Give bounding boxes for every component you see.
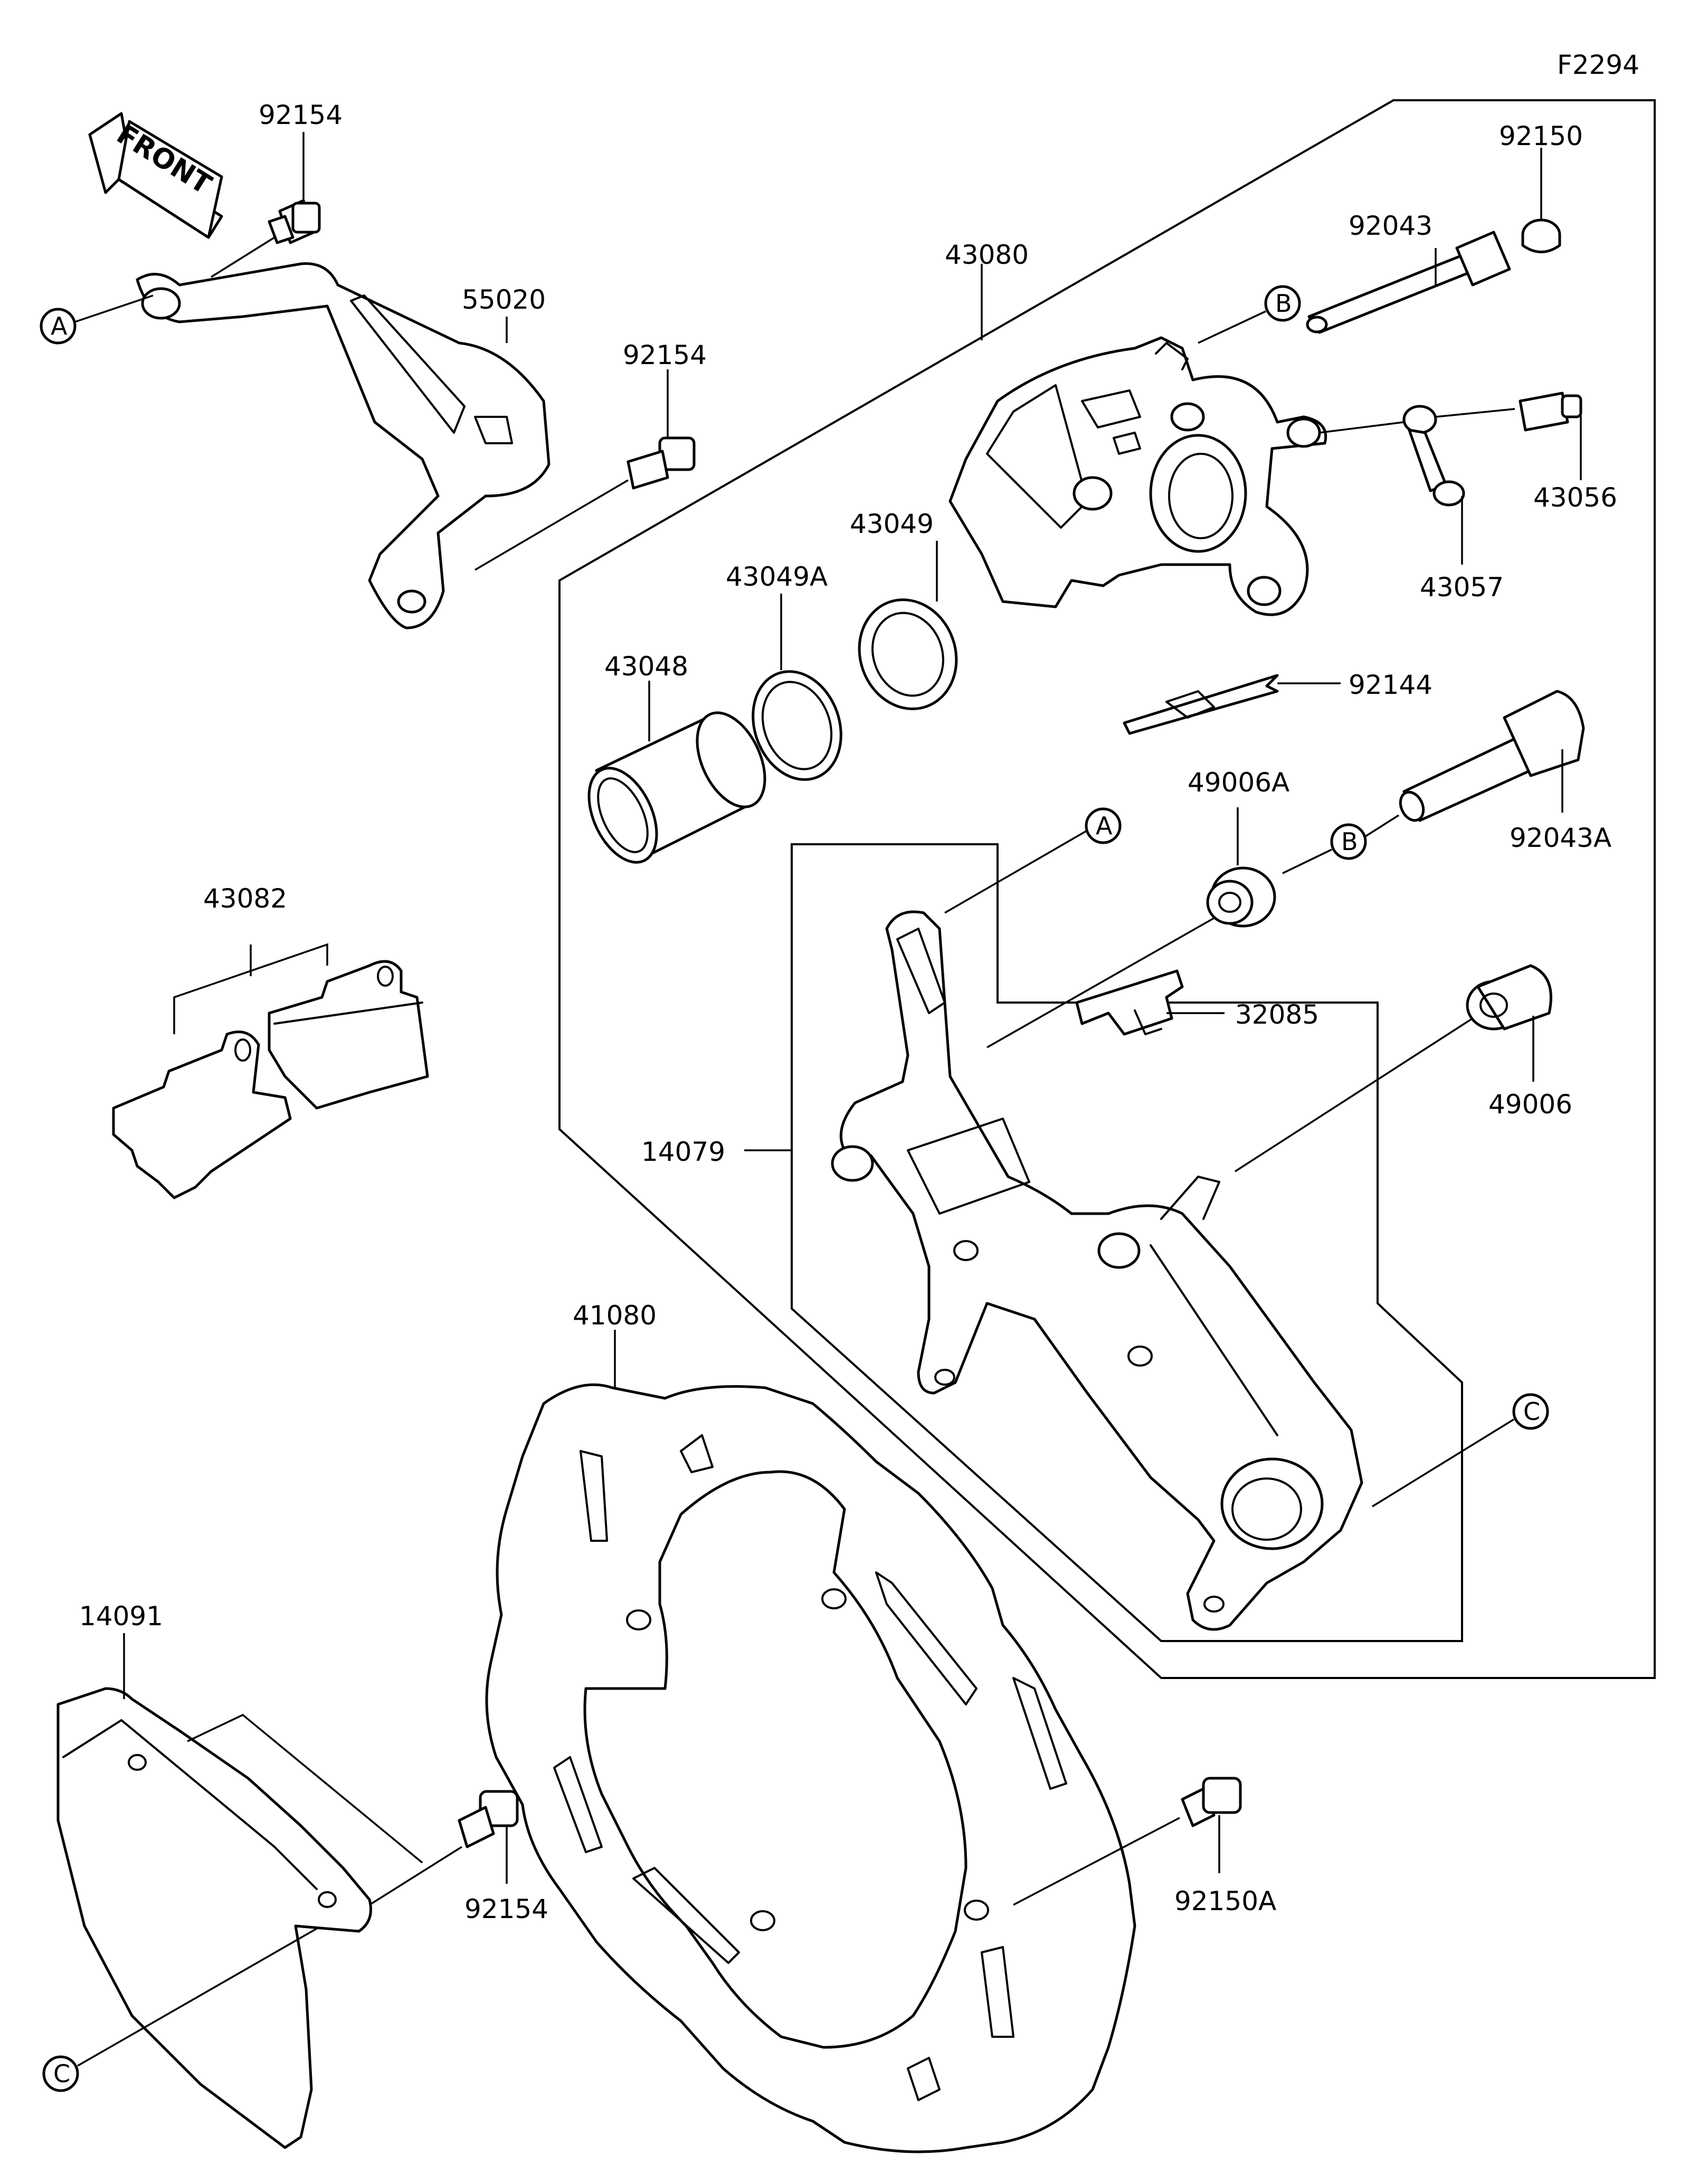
front-arrow-icon: FRONT bbox=[88, 112, 223, 239]
ref-a-2: A bbox=[1096, 812, 1113, 840]
ref-b-2: B bbox=[1341, 827, 1358, 856]
label-43056: 43056 bbox=[1533, 482, 1617, 513]
label-14079: 14079 bbox=[641, 1137, 725, 1167]
ref-a-1: A bbox=[51, 312, 68, 340]
label-92144: 92144 bbox=[1349, 670, 1432, 700]
bolt-92154-mid bbox=[627, 436, 696, 490]
spring-32085 bbox=[1075, 969, 1184, 1036]
label-92154-mid: 92154 bbox=[623, 340, 707, 370]
ref-circle-a-2 bbox=[1085, 807, 1122, 844]
label-43057: 43057 bbox=[1420, 572, 1504, 603]
label-92154-top: 92154 bbox=[259, 100, 343, 130]
label-14091: 14091 bbox=[79, 1601, 163, 1632]
bolt-92154-bot bbox=[458, 1790, 519, 1848]
bushing-49006a bbox=[1206, 866, 1276, 928]
label-43080: 43080 bbox=[945, 240, 1029, 270]
pin-92043 bbox=[1306, 231, 1511, 334]
disc-guard-14091 bbox=[56, 1687, 372, 2149]
caliper-body-43080 bbox=[948, 336, 1327, 616]
label-92154-bot: 92154 bbox=[464, 1894, 548, 1924]
brake-pads-43082 bbox=[112, 960, 429, 1199]
bolt-92154-top bbox=[268, 199, 321, 244]
collar-49006 bbox=[1466, 964, 1552, 1031]
bracket-55020 bbox=[136, 262, 551, 630]
ref-circle-b-2 bbox=[1330, 823, 1367, 860]
seal-43049 bbox=[858, 598, 958, 710]
label-43049a: 43049A bbox=[726, 561, 828, 592]
bleeder-43057 bbox=[1402, 405, 1465, 507]
label-92043: 92043 bbox=[1349, 211, 1432, 241]
bleeder-43056 bbox=[1519, 392, 1582, 432]
label-32085: 32085 bbox=[1235, 999, 1319, 1030]
caliper-bracket-14079 bbox=[831, 910, 1363, 1631]
bolt-92150a bbox=[1181, 1777, 1242, 1827]
cap-92150 bbox=[1521, 218, 1561, 253]
ref-circle-a-1 bbox=[40, 308, 77, 345]
label-55020: 55020 bbox=[462, 284, 546, 315]
seal-43049a bbox=[752, 670, 842, 781]
label-92043a: 92043A bbox=[1510, 823, 1611, 853]
piston-43048 bbox=[587, 711, 766, 864]
diagram-code: F2294 bbox=[1557, 50, 1639, 80]
ref-circle-c-1 bbox=[1512, 1393, 1549, 1430]
label-92150a: 92150A bbox=[1174, 1886, 1276, 1916]
ref-b-1: B bbox=[1275, 289, 1292, 318]
clip-92144 bbox=[1123, 674, 1279, 735]
label-92150: 92150 bbox=[1499, 121, 1583, 151]
ref-c-1: C bbox=[1523, 1397, 1540, 1426]
label-43049: 43049 bbox=[850, 509, 934, 539]
brake-disc-41080 bbox=[485, 1383, 1136, 2153]
pin-92043a bbox=[1399, 690, 1585, 822]
label-41080: 41080 bbox=[573, 1300, 657, 1331]
label-43082: 43082 bbox=[203, 883, 287, 914]
ref-circle-c-2 bbox=[42, 2055, 79, 2092]
ref-c-2: C bbox=[53, 2059, 70, 2088]
caliper-assembly-frame bbox=[558, 99, 1656, 1679]
ref-circle-b-1 bbox=[1264, 285, 1301, 322]
label-43048: 43048 bbox=[604, 651, 688, 682]
label-49006: 49006 bbox=[1488, 1089, 1572, 1120]
label-49006a: 49006A bbox=[1188, 767, 1289, 798]
bracket-assembly-frame bbox=[791, 843, 1463, 1642]
